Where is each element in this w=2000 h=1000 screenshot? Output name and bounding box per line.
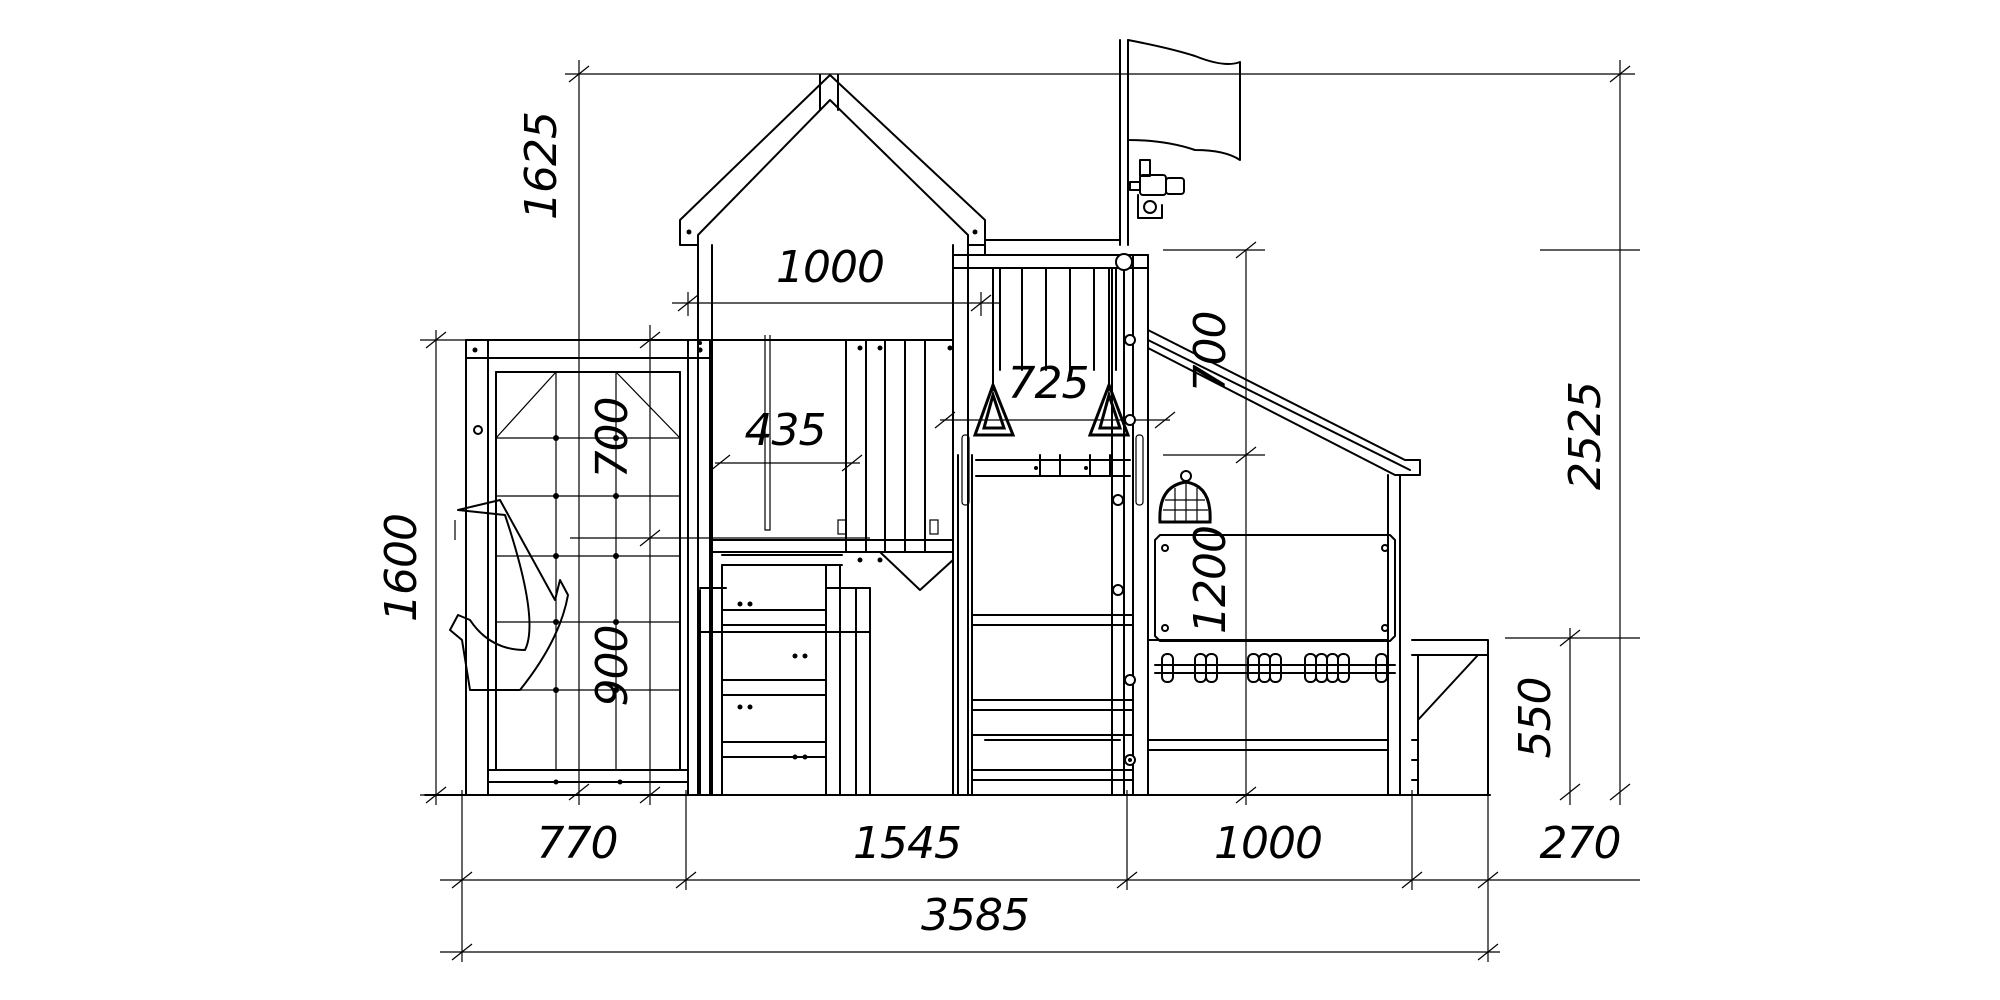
dim-770: 770: [537, 818, 618, 869]
dim-700-rings: 700: [1185, 312, 1236, 393]
dim-1000-bottom: 1000: [1214, 818, 1322, 869]
dim-725: 725: [1008, 358, 1089, 409]
dim-700-net: 700: [587, 398, 638, 479]
dim-1600: 1600: [376, 514, 427, 622]
climbing-net: [472, 347, 703, 785]
dim-3585: 3585: [921, 890, 1029, 941]
dimension-labels: 770 1545 1000 270 3585 1000 435 725 2525…: [376, 112, 1621, 941]
dim-2525: 2525: [1560, 382, 1611, 490]
dim-435: 435: [745, 405, 826, 456]
swing-seat: [449, 499, 569, 691]
play-panel: [1154, 534, 1396, 642]
dim-1000-house: 1000: [776, 242, 884, 293]
dim-1200: 1200: [1185, 526, 1236, 634]
structure-frame: [424, 339, 1491, 796]
abacus: [1154, 653, 1396, 683]
dim-550: 550: [1510, 678, 1561, 759]
dim-1545: 1545: [853, 818, 961, 869]
house-tower: [679, 74, 986, 796]
bell-icon: [1158, 470, 1212, 524]
side-bench: [1411, 639, 1489, 796]
ladder-tower: [952, 39, 1241, 796]
dim-1625: 1625: [516, 112, 567, 220]
dim-270: 270: [1540, 818, 1621, 869]
slide: [1147, 329, 1421, 796]
dim-900: 900: [587, 626, 638, 707]
